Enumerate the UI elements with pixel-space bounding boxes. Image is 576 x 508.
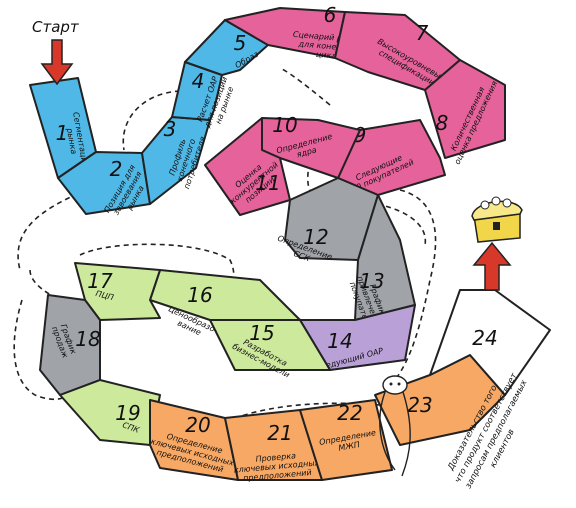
square-11-number: 11 [255, 171, 280, 195]
square-1-number: 1 [56, 121, 69, 145]
square-6-number: 6 [324, 3, 337, 27]
square-22-label-line: МЖП [338, 440, 361, 453]
square-7-number: 7 [416, 21, 429, 45]
square-21-number: 21 [267, 421, 292, 445]
start-marker: Старт [32, 18, 80, 86]
square-20-shape [149, 399, 239, 481]
start-arrow [40, 39, 74, 86]
square-13-shape [354, 194, 416, 321]
square-24-shape [429, 289, 551, 396]
square-12-number: 12 [303, 225, 328, 249]
square-19-shape [59, 379, 161, 446]
square-3-shape [141, 116, 211, 205]
square-23-number: 23 [407, 393, 432, 417]
square-4-number: 4 [192, 69, 205, 93]
square-24: 24 [429, 289, 551, 396]
square-5-number: 5 [234, 31, 247, 55]
square-20-number: 20 [185, 413, 210, 437]
square-3-number: 3 [164, 117, 177, 141]
square-24-number: 24 [472, 326, 497, 350]
square-22-number: 22 [337, 401, 362, 425]
square-10-number: 10 [272, 113, 297, 137]
square-13-number: 13 [359, 269, 384, 293]
finish-arrow [472, 241, 512, 291]
square-6-label-line: цикла [316, 50, 342, 61]
square-18-number: 18 [75, 327, 100, 351]
square-4-shape [171, 61, 223, 121]
square-11-shape [204, 117, 291, 216]
square-21-label-line: Проверка [255, 451, 296, 463]
square-17-number: 17 [87, 269, 113, 293]
square-8-shape [424, 59, 506, 159]
square-8-number: 8 [436, 111, 449, 135]
square-2-number: 2 [110, 157, 123, 181]
square-16-number: 16 [187, 283, 212, 307]
finish-marker [471, 196, 523, 291]
start-label: Старт [32, 18, 80, 36]
square-22-shape [299, 399, 393, 481]
treasure-chest-icon [471, 196, 523, 243]
dog-doodle [379, 375, 411, 477]
square-15-number: 15 [249, 321, 274, 345]
square-14-number: 14 [327, 329, 352, 353]
square-19-number: 19 [115, 401, 140, 425]
